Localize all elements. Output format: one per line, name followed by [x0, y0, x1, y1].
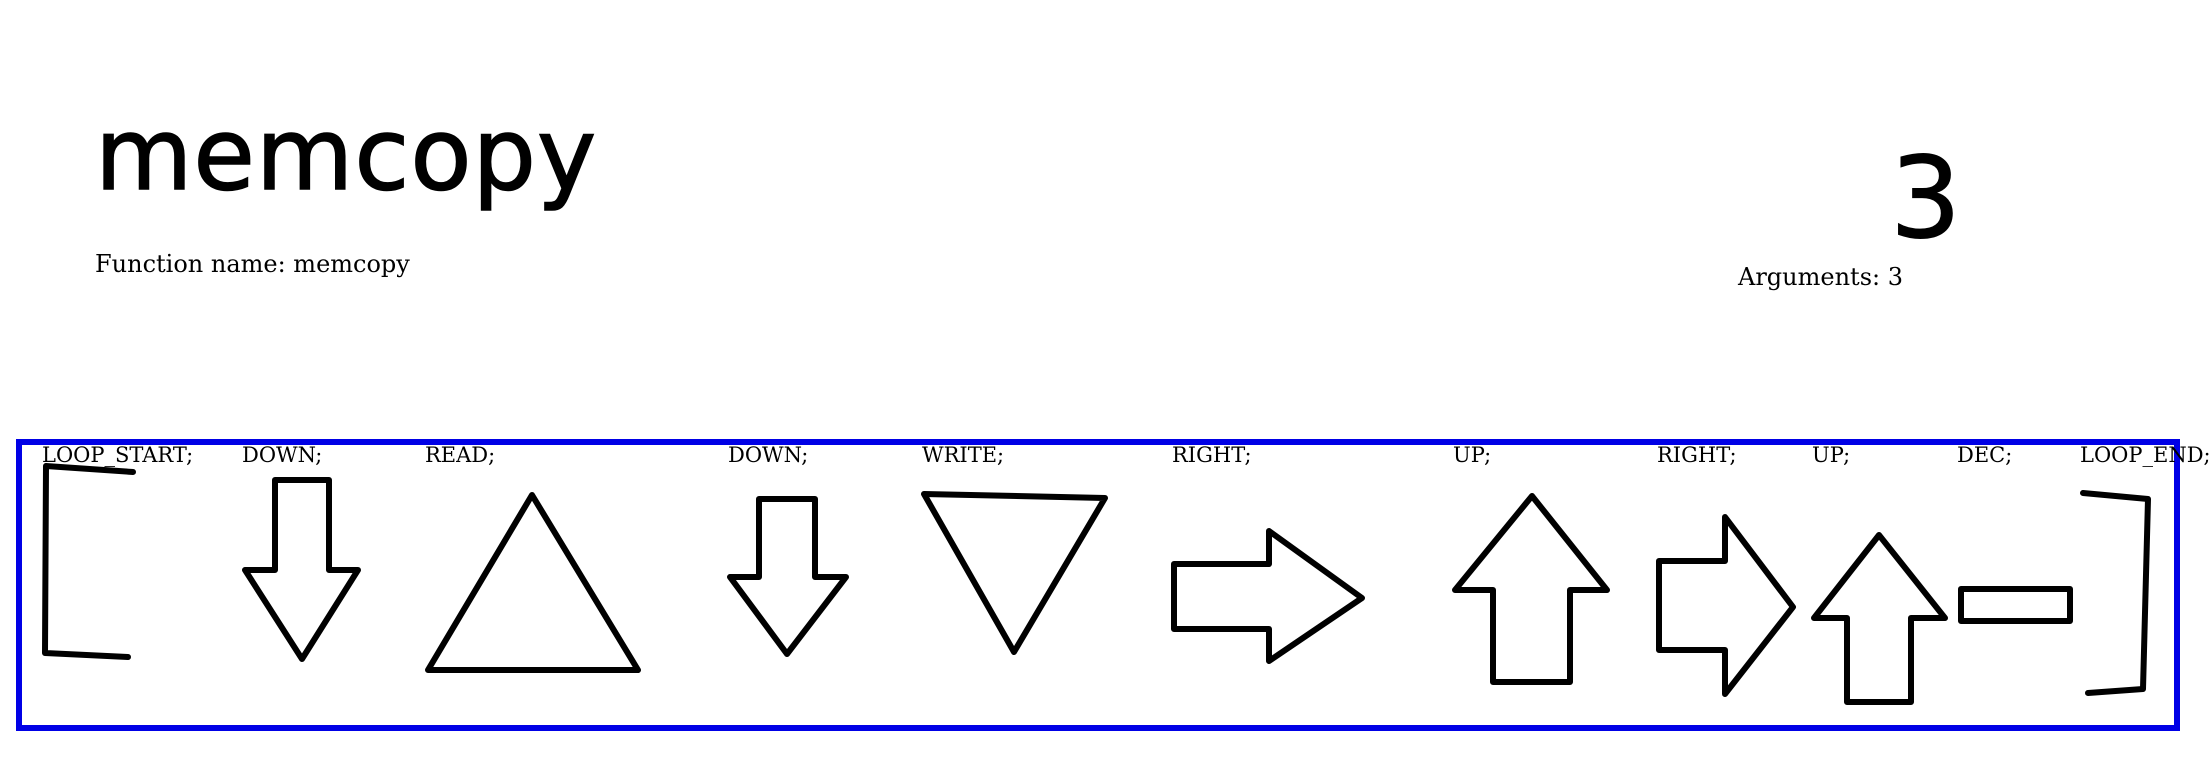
triangle-up-icon [425, 492, 641, 673]
program-frame [16, 439, 2180, 731]
command-label: RIGHT; [1172, 443, 1252, 467]
up-arrow-icon [1811, 532, 1948, 705]
arguments-label: Arguments: 3 [1738, 263, 1903, 291]
command-label: LOOP_END; [2080, 443, 2209, 467]
down-arrow-icon [727, 496, 849, 657]
command-label: DEC; [1957, 443, 2013, 467]
command-label: LOOP_START; [42, 443, 194, 467]
close-bracket-icon [2080, 490, 2151, 696]
up-arrow-icon [1452, 493, 1610, 685]
function-name-label: Function name: memcopy [95, 250, 410, 278]
command-label: UP; [1812, 443, 1851, 467]
command-label: UP; [1453, 443, 1492, 467]
minus-bar-icon [1958, 586, 2073, 624]
open-bracket-icon [42, 463, 136, 660]
command-label: RIGHT; [1657, 443, 1737, 467]
command-label: READ; [425, 443, 496, 467]
right-arrow-icon [1656, 514, 1796, 697]
down-arrow-icon [242, 477, 361, 662]
argument-count: 3 [1889, 134, 1962, 264]
triangle-down-icon [921, 491, 1108, 655]
right-arrow-icon [1171, 528, 1365, 664]
command-label: WRITE; [922, 443, 1005, 467]
function-title: memcopy [94, 96, 598, 213]
command-label: DOWN; [242, 443, 323, 467]
command-label: DOWN; [728, 443, 809, 467]
